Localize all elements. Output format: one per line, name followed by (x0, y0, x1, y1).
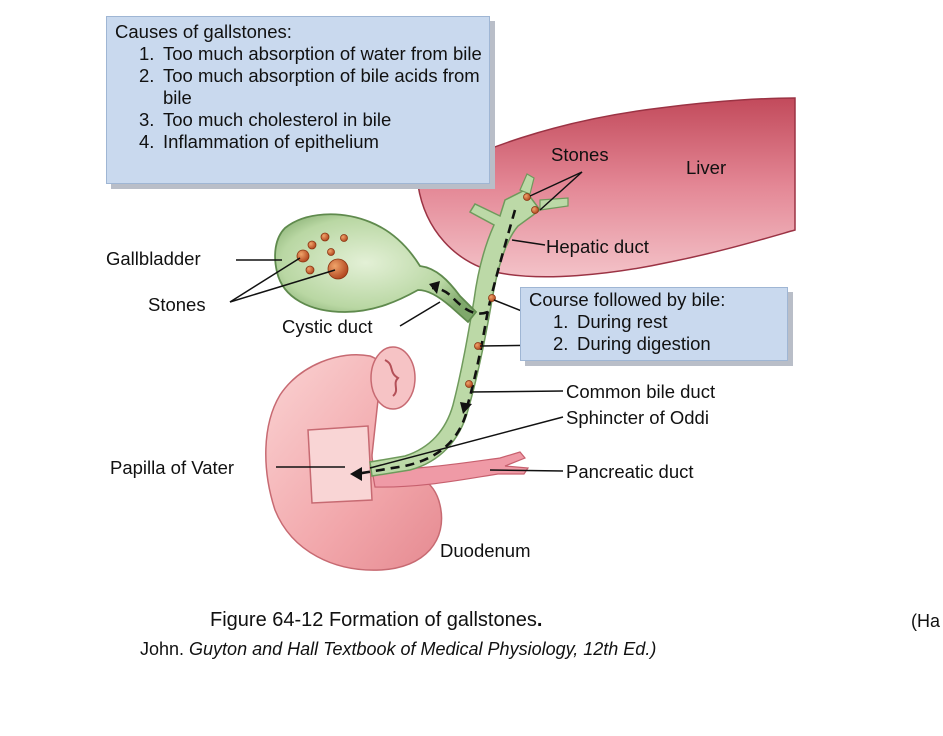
causes-item: 4. Inflammation of epithelium (115, 131, 489, 153)
course-item: 1. During rest (529, 311, 787, 333)
caption-source: John. Guyton and Hall Textbook of Medica… (140, 639, 656, 660)
caption-source-prefix: John. (140, 639, 190, 659)
course-box: Course followed by bile: 1. During rest … (520, 287, 788, 361)
causes-item-number: 4. (139, 131, 155, 152)
course-title: Course followed by bile: (529, 289, 726, 310)
figure-caption-text: Figure 64-12 Formation of gallstones (210, 609, 537, 631)
course-item-number: 1. (553, 311, 569, 332)
stones-liver-label: Stones (551, 144, 609, 165)
gallbladder-label: Gallbladder (106, 248, 201, 269)
caption-source-book: Guyton and Hall Textbook of Medical Phys… (189, 639, 657, 659)
duodenum-opening (370, 346, 416, 410)
course-item-text: During digestion (577, 333, 711, 354)
causes-item: 1. Too much absorption of water from bil… (115, 43, 489, 65)
bile-flow-path (464, 209, 517, 411)
causes-item-text: Too much cholesterol in bile (163, 109, 392, 130)
stones-gallbladder-label: Stones (148, 294, 206, 315)
pancreatic-duct-label: Pancreatic duct (566, 461, 694, 482)
course-item-text: During rest (577, 311, 668, 332)
figure-caption-period: . (536, 609, 543, 631)
causes-item: 3. Too much cholesterol in bile (115, 109, 489, 131)
causes-title: Causes of gallstones: (115, 21, 292, 42)
causes-item-text: Too much absorption of water from bile (163, 43, 482, 64)
causes-item-number: 3. (139, 109, 155, 130)
causes-item-text: Inflammation of epithelium (163, 131, 379, 152)
caption-right-fragment: (Ha (911, 611, 941, 631)
duodenum-cut-window (307, 425, 373, 504)
causes-item-text: Too much absorption of bile acids from b… (163, 65, 480, 108)
duodenum-label: Duodenum (440, 540, 531, 561)
sphincter-of-oddi-label: Sphincter of Oddi (566, 407, 709, 428)
liver-label: Liver (686, 157, 727, 178)
stones (296, 193, 539, 388)
course-item: 2. During digestion (529, 333, 787, 355)
pancreatic-duct-shape (371, 451, 530, 488)
course-item-number: 2. (553, 333, 569, 354)
figure-caption: Figure 64-12 Formation of gallstones. (210, 609, 542, 632)
cystic-duct-label: Cystic duct (282, 316, 373, 337)
causes-item: 2. Too much absorption of bile acids fro… (115, 65, 489, 109)
causes-box: Causes of gallstones: 1. Too much absorp… (106, 16, 490, 184)
common-bile-duct-label: Common bile duct (566, 381, 716, 402)
causes-item-number: 2. (139, 65, 155, 86)
hepatic-duct-label: Hepatic duct (546, 236, 649, 257)
papilla-of-vater-label: Papilla of Vater (110, 457, 235, 478)
causes-item-number: 1. (139, 43, 155, 64)
